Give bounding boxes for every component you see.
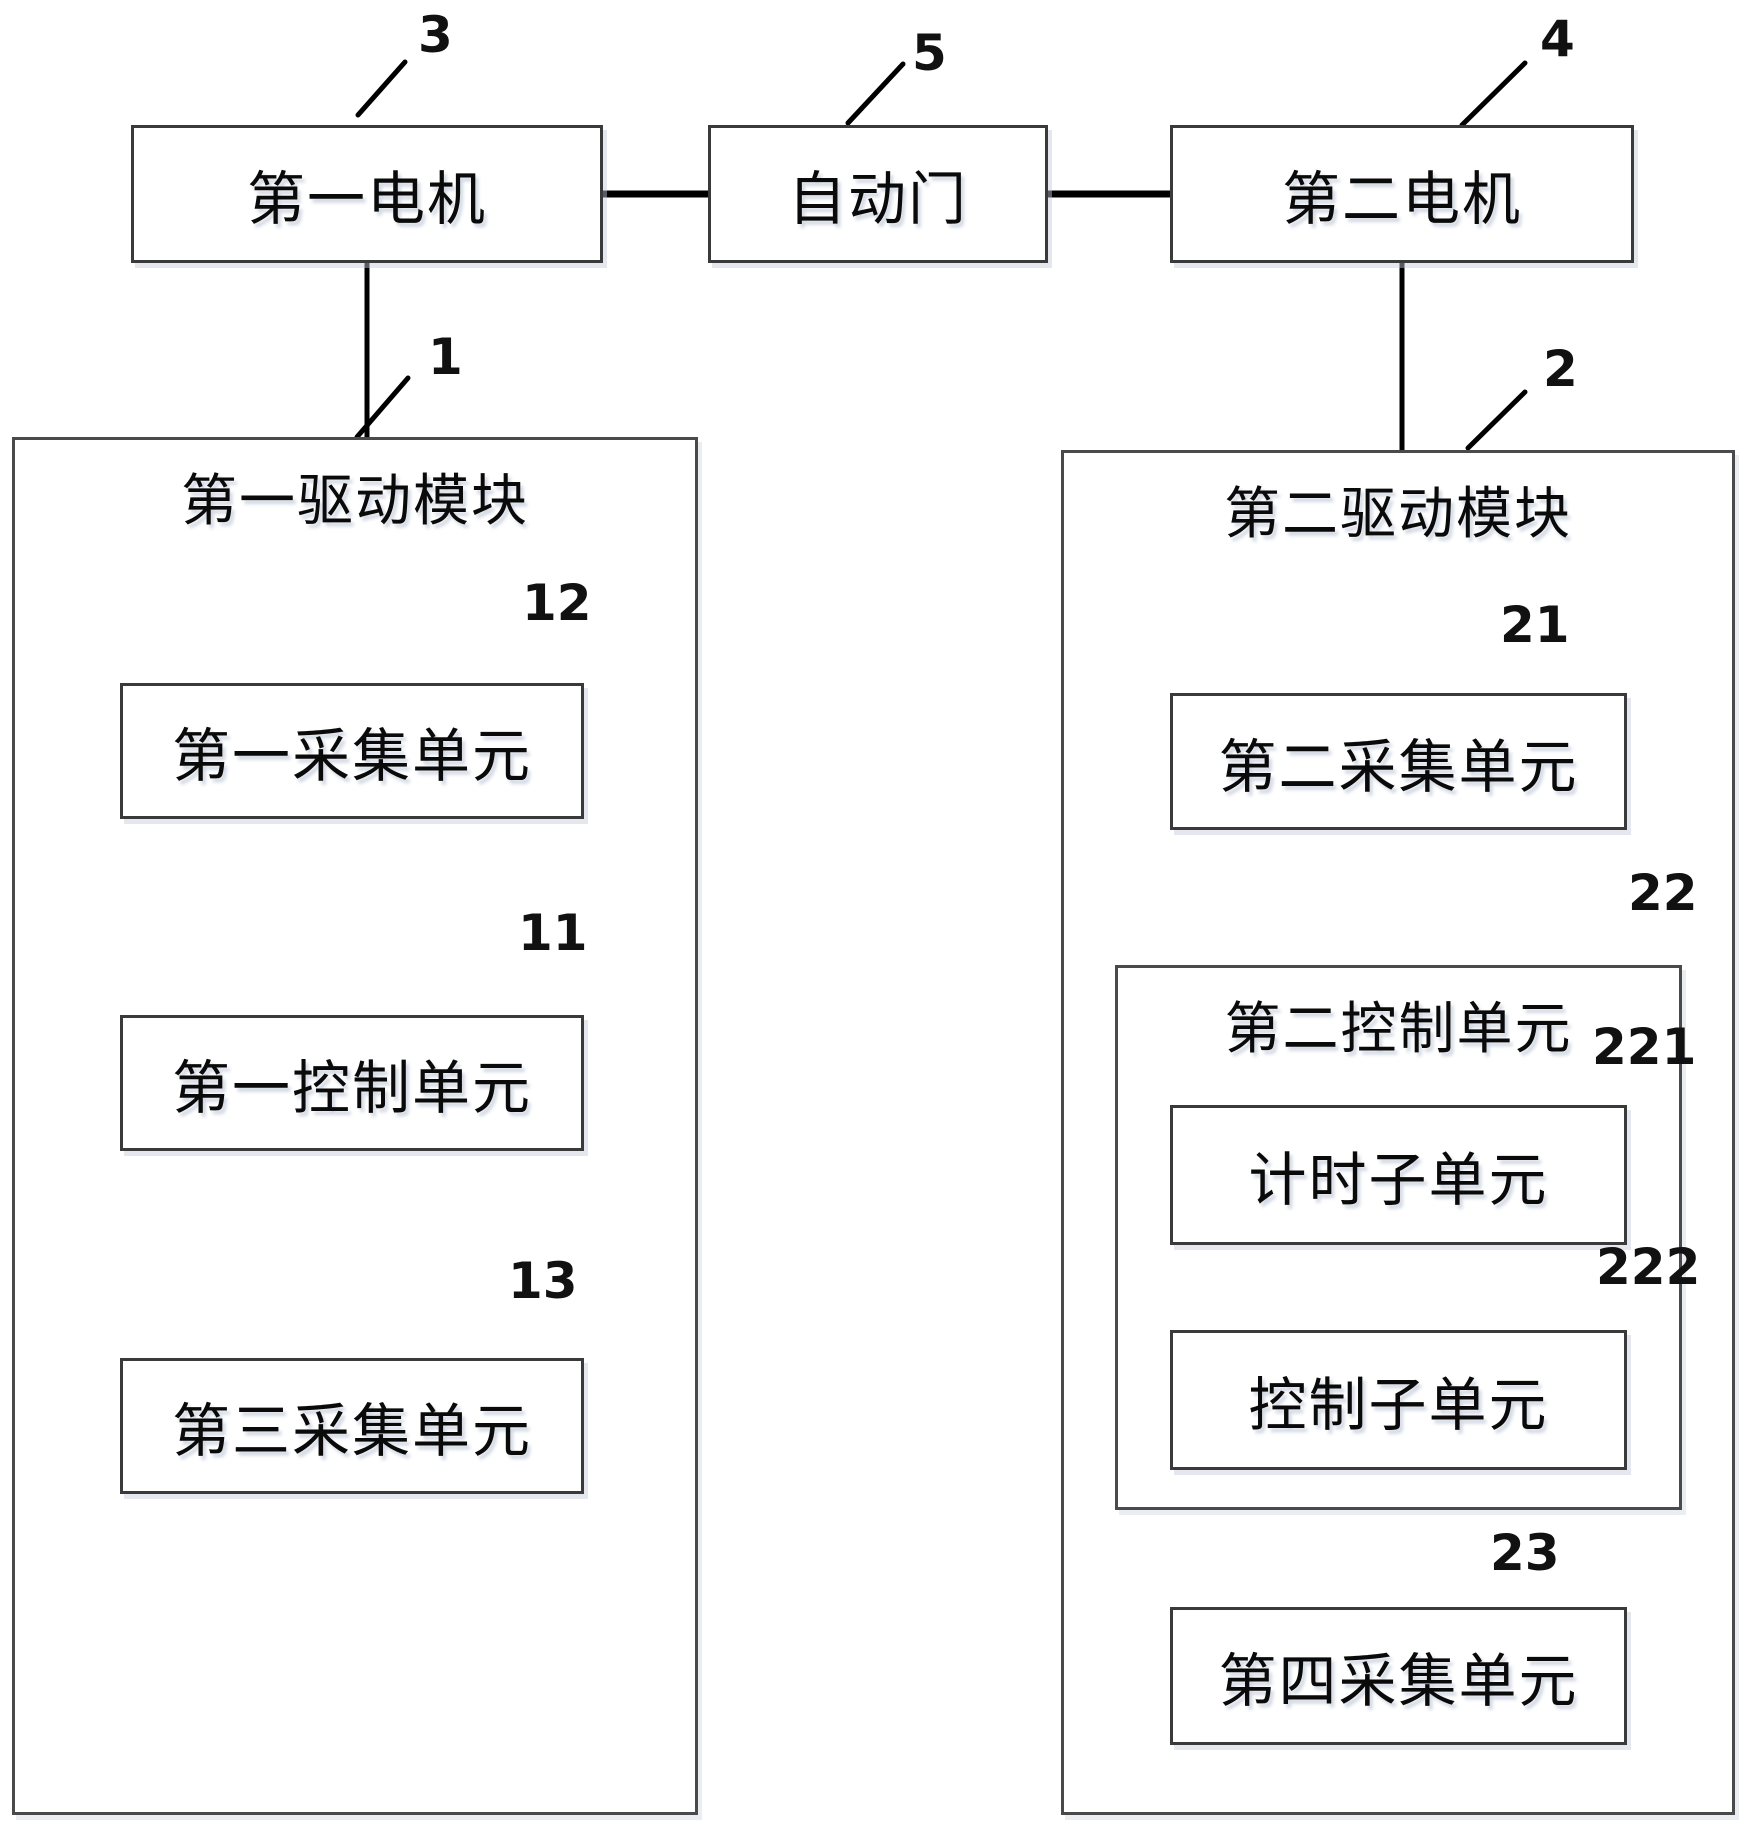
ref-number-23: 23 [1490, 1524, 1560, 1582]
third-collection-unit-label: 第三采集单元 [171, 1399, 532, 1464]
second-control-unit-label: 第二控制单元 [1224, 999, 1573, 1061]
timing-subunit-label: 计时子单元 [1248, 1148, 1549, 1213]
box-first-control-unit: 第一控制单元 [120, 1015, 584, 1151]
box-first-collection-unit: 第一采集单元 [120, 683, 584, 819]
first-collection-unit-label: 第一采集单元 [171, 724, 532, 789]
ref-number-4: 4 [1540, 10, 1575, 68]
first-drive-module-label: 第一驱动模块 [181, 471, 529, 533]
ref-number-22: 22 [1628, 864, 1698, 922]
leader-ref-5 [845, 61, 906, 126]
ref-number-221: 221 [1592, 1018, 1697, 1076]
ref-number-21: 21 [1500, 596, 1570, 654]
box-timing-subunit: 计时子单元 [1170, 1105, 1627, 1245]
ref-number-13: 13 [508, 1252, 578, 1310]
ref-number-11: 11 [518, 904, 588, 962]
box-control-subunit: 控制子单元 [1170, 1330, 1627, 1470]
fourth-collection-unit-label: 第四采集单元 [1218, 1649, 1579, 1714]
first-control-unit-label: 第一控制单元 [171, 1056, 532, 1121]
ref-number-3: 3 [418, 6, 453, 64]
control-subunit-label: 控制子单元 [1248, 1373, 1549, 1438]
box-automatic-door: 自动门 [708, 125, 1048, 263]
ref-number-1: 1 [428, 328, 463, 386]
second-drive-module-label: 第二驱动模块 [1224, 484, 1572, 546]
box-second-motor: 第二电机 [1170, 125, 1634, 263]
box-third-collection-unit: 第三采集单元 [120, 1358, 584, 1494]
box-first-motor: 第一电机 [131, 125, 603, 263]
second-motor-label: 第二电机 [1281, 167, 1522, 232]
leader-ref-3 [355, 59, 408, 118]
box-fourth-collection-unit: 第四采集单元 [1170, 1607, 1627, 1745]
box-second-collection-unit: 第二采集单元 [1170, 693, 1627, 830]
leader-ref-2 [1465, 389, 1528, 451]
ref-number-12: 12 [522, 574, 592, 632]
first-motor-label: 第一电机 [246, 167, 487, 232]
ref-number-5: 5 [912, 24, 947, 82]
automatic-door-label: 自动门 [787, 167, 968, 232]
second-collection-unit-label: 第二采集单元 [1218, 734, 1579, 800]
ref-number-222: 222 [1596, 1238, 1701, 1296]
leader-ref-4 [1459, 60, 1528, 128]
leader-ref-1 [354, 375, 411, 440]
ref-number-2: 2 [1543, 340, 1578, 398]
